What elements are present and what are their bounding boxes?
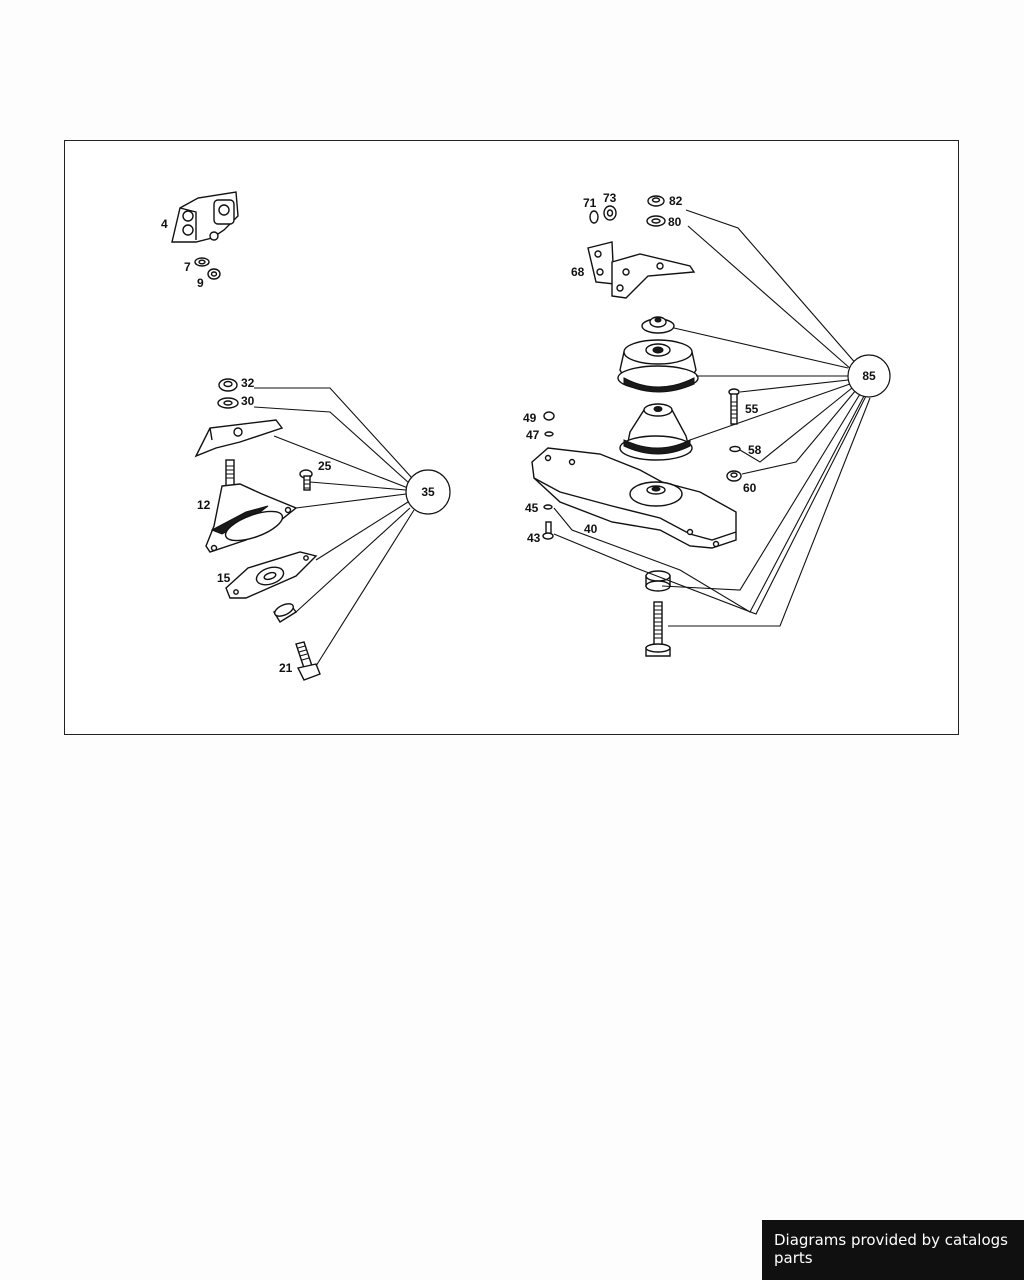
part-25-bolt	[299, 469, 313, 491]
label-part-55: 55	[745, 402, 759, 416]
part-15-plate	[225, 551, 318, 599]
rubber-mount-upper	[617, 339, 699, 393]
rubber-mount-lower	[619, 403, 693, 461]
label-part-73: 73	[603, 191, 617, 205]
label-part-9: 9	[197, 276, 204, 290]
part-73-nut	[603, 205, 617, 221]
part-21-bolt	[295, 641, 321, 681]
label-part-43: 43	[527, 531, 541, 545]
spacer-bushing-right	[645, 570, 671, 592]
part-12-engine-mount	[205, 459, 298, 553]
label-part-15: 15	[217, 571, 231, 585]
part-80-washer	[646, 215, 666, 227]
label-part-30: 30	[241, 394, 255, 408]
label-part-21: 21	[279, 661, 293, 675]
part-32-nut	[218, 378, 238, 392]
label-part-45: 45	[525, 501, 539, 515]
part-7-washer	[194, 257, 210, 267]
part-4-bracket	[171, 191, 239, 243]
label-part-12: 12	[197, 498, 211, 512]
label-part-58: 58	[748, 443, 762, 457]
part-49-nut	[543, 411, 555, 421]
leader-lines-35	[253, 387, 415, 667]
label-part-82: 82	[669, 194, 683, 208]
part-58-washer	[729, 445, 741, 453]
label-part-7: 7	[184, 260, 191, 274]
long-bolt-right	[645, 601, 671, 657]
label-part-47: 47	[526, 428, 540, 442]
part-9-nut	[207, 268, 221, 280]
part-40-crossmember	[531, 447, 737, 549]
label-part-4: 4	[161, 217, 168, 231]
label-part-71: 71	[583, 196, 597, 210]
label-part-40: 40	[584, 522, 598, 536]
label-part-68: 68	[571, 265, 585, 279]
diagram-credit-banner: Diagrams provided by catalogs parts	[762, 1220, 1024, 1280]
mount-bracket-left	[194, 419, 284, 458]
part-43-bolt	[542, 521, 554, 540]
label-part-32: 32	[241, 376, 255, 390]
part-55-bolt	[728, 388, 740, 425]
label-part-25: 25	[318, 459, 332, 473]
leader-lines-85	[553, 209, 871, 627]
cap-washer	[641, 316, 675, 334]
part-47-washer	[544, 431, 554, 437]
label-part-49: 49	[523, 411, 537, 425]
part-45-washer	[543, 504, 553, 510]
part-82-nut	[647, 195, 665, 207]
part-60-nut	[726, 470, 742, 482]
callout-label-85: 85	[862, 369, 876, 383]
callout-circle-35	[405, 469, 451, 515]
label-part-60: 60	[743, 481, 757, 495]
callout-label-35: 35	[421, 485, 435, 499]
label-part-80: 80	[668, 215, 682, 229]
callout-circle-85	[847, 354, 891, 398]
part-68-bracket	[587, 241, 696, 299]
part-71-washer	[589, 210, 599, 224]
spacer-left	[273, 603, 298, 623]
part-30-washer	[217, 397, 239, 409]
